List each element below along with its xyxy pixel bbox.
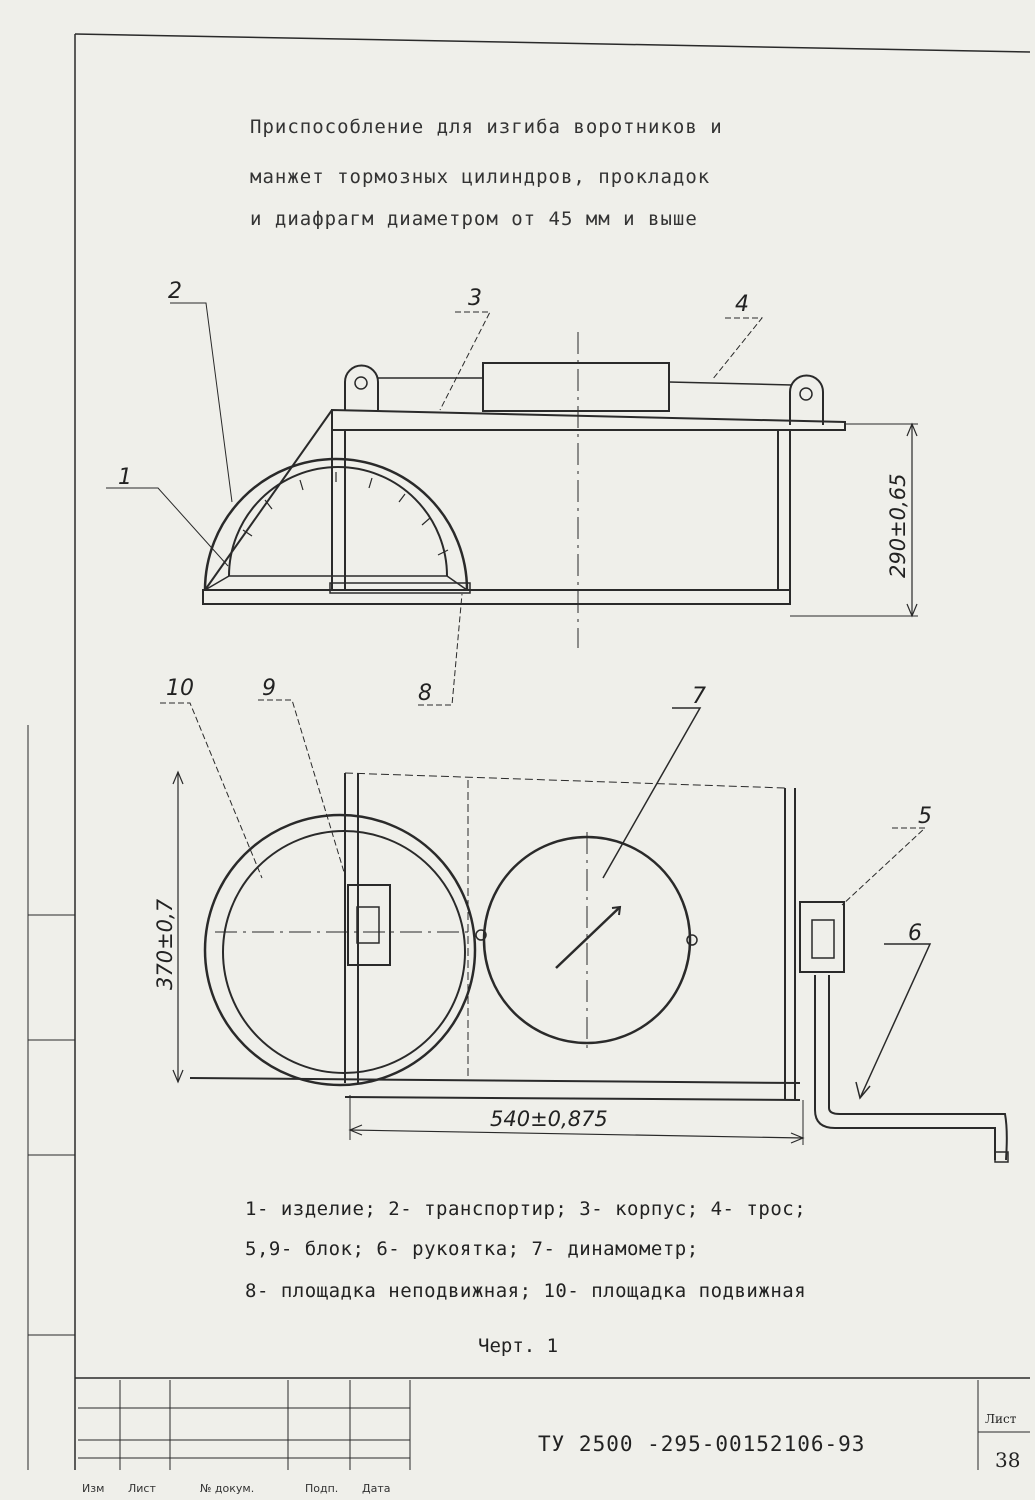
leader-6-arrow [855,1081,871,1100]
top-view-bottom-rails [189,1077,801,1101]
block-5-pulley [811,919,835,959]
right-eye-bracket [789,374,824,425]
title-block-col-list: Лист [128,1482,156,1495]
protractor-inner-arc [228,466,448,577]
top-dim-horizontal-arrows [348,1124,805,1144]
leader-1 [106,487,229,567]
dial-left-lug [475,929,487,941]
movable-platform-inner-ring [222,830,466,1074]
title-block-rows [78,1407,410,1459]
leader-4 [711,317,764,381]
title-block-col-izm: Изм [82,1482,105,1495]
sheet-number: 38 [995,1448,1021,1472]
leader-3 [439,311,491,411]
dial-right-lug [686,934,698,946]
title-block-col-doc: № докум. [200,1482,255,1495]
protractor-scale-ticks [242,472,449,556]
dim-width-top: 540±0,875 [490,1107,608,1131]
handle [814,975,1008,1161]
cable [378,377,793,386]
leader-2 [170,302,233,503]
sheet-number-box [977,1380,1030,1470]
dynamometer-housing [482,362,670,412]
legend-line-3: 8- площадка неподвижная; 10- площадка по… [245,1280,807,1302]
top-dim-horizontal-line [349,1129,804,1139]
dim-height-side: 290±0,65 [886,474,910,578]
top-view-left-rail [344,773,359,1083]
block-9-housing [347,884,391,966]
leader-9 [258,699,345,873]
dial-needle [555,906,621,969]
callout-3: 3 [468,286,482,311]
right-eye-hole [799,387,813,401]
fixed-platform [329,582,471,594]
legend-line-2: 5,9- блок; 6- рукоятка; 7- динамометр; [245,1238,699,1260]
top-dim-vertical-arrows [172,770,184,1084]
platform-hidden-outline [344,772,786,1078]
frame-top-border [74,33,1031,53]
leader-6 [859,943,932,1099]
document-code: ТУ 2500 -295-00152106-93 [538,1432,866,1456]
callout-7: 7 [692,684,706,709]
top-view-right-rail [784,788,796,1100]
legend-line-1: 1- изделие; 2- транспортир; 3- корпус; 4… [245,1198,807,1220]
margin-stamp-strip [27,725,75,1470]
protractor-outer-arc [203,457,469,591]
movable-platform-outer-ring [203,813,477,1087]
sheet-label: Лист [985,1412,1017,1426]
dial-needle-tip [611,905,622,916]
title-block-col-date: Дата [362,1482,391,1495]
product-edge [204,409,333,591]
leader-5 [841,827,927,906]
leader-8 [418,593,463,706]
callout-10: 10 [166,676,194,701]
housing-right-post [777,430,791,590]
leader-7 [602,707,702,879]
left-eye-hole [354,376,368,390]
handle-end [994,1151,1009,1163]
callout-9: 9 [262,676,276,701]
drawing-title-line-2: манжет тормозных цилиндров, прокладок [250,166,711,188]
dim-height-top: 370±0,7 [153,898,177,990]
title-block-columns [119,1380,411,1470]
left-eye-bracket [344,364,379,410]
block-9-pulley [356,906,380,944]
housing-top-bar [331,408,846,431]
title-block-col-sign: Подп. [305,1482,339,1495]
callout-1: 1 [118,465,132,490]
leader-10 [160,702,263,879]
base-plate [202,589,791,605]
callout-6: 6 [908,921,922,946]
callout-8: 8 [418,681,432,706]
side-dim-extension-lines [790,423,918,617]
callout-4: 4 [735,292,749,317]
housing-left-post [331,410,346,590]
chart-label: Черт. 1 [478,1335,559,1357]
block-5-housing [799,901,845,973]
side-dim-arrows [906,422,918,618]
callout-5: 5 [918,804,932,829]
drawing-title-line-3: и диафрагм диаметром от 45 мм и выше [250,208,698,230]
drawing-title-line-1: Приспособление для изгиба воротников и [250,116,723,138]
callout-2: 2 [168,279,182,304]
